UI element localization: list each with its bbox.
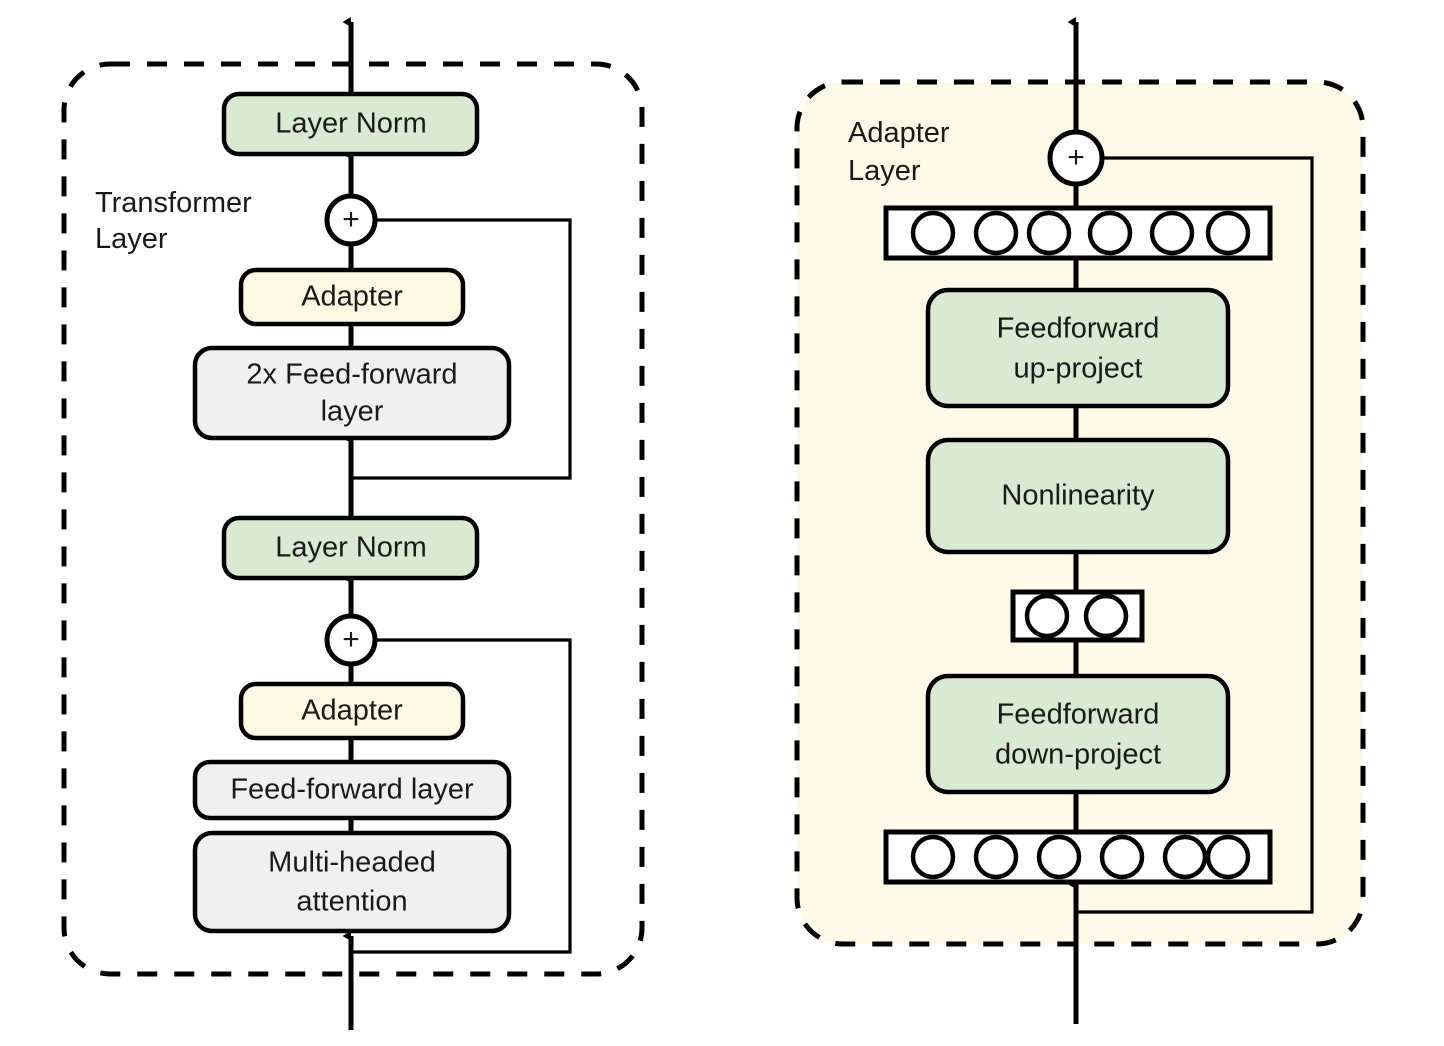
block-feedforward-up-project[interactable]: Feedforward up-project [925,287,1231,409]
vector-unit [1024,593,1070,639]
adder-top: + [324,193,378,247]
block-feed-forward-2x-label-line2: layer [321,396,384,428]
block-feed-forward-layer[interactable]: Feed-forward layer [192,759,512,821]
block-nonlinearity-label: Nonlinearity [1001,480,1155,512]
transformer-layer-label-line2: Layer [95,223,168,255]
adapter-layer-panel: Adapter Layer [794,17,1366,1024]
adapter-adder: + [1047,129,1105,187]
adapter-skip-connection [1076,156,1314,914]
skip-connection-top [351,218,572,480]
vector-unit [1026,210,1072,256]
block-feedforward-down-project-label-line2: down-project [995,739,1161,771]
adder-top-symbol: + [342,203,360,236]
adder-bottom-symbol: + [342,623,360,656]
block-adapter-bottom-label: Adapter [301,695,403,727]
block-feedforward-down-project-label-line1: Feedforward [997,699,1160,731]
vector-unit [1036,834,1082,880]
transformer-layer-label-line1: Transformer [95,187,252,219]
vector-unit [1149,210,1195,256]
bottleneck-vector-row [1010,589,1145,643]
block-feedforward-up-project-label-line1: Feedforward [997,313,1160,345]
block-multi-headed-attention[interactable]: Multi-headed attention [192,830,512,934]
adapter-layer-label-line2: Layer [848,155,921,187]
block-layer-norm-mid-label: Layer Norm [275,532,427,564]
vector-unit [973,210,1019,256]
block-feedforward-down-project[interactable]: Feedforward down-project [925,673,1231,795]
block-feed-forward-layer-label: Feed-forward layer [230,774,474,806]
block-multi-headed-attention-label-line1: Multi-headed [268,847,436,879]
transformer-layer-panel: Transformer Layer [61,17,645,1030]
vector-unit [973,834,1019,880]
block-layer-norm-top-label: Layer Norm [275,108,427,140]
vector-unit [1205,210,1251,256]
adapter-layer-dashed-border [794,79,1366,947]
vector-unit [1083,593,1129,639]
vector-unit [910,834,956,880]
block-feed-forward-2x[interactable]: 2x Feed-forward layer [192,345,512,441]
adapter-adder-symbol: + [1067,141,1085,174]
block-feedforward-up-project-label-line2: up-project [1014,353,1143,385]
vector-unit [1162,834,1208,880]
vector-unit [1099,834,1145,880]
block-adapter-bottom[interactable]: Adapter [238,681,466,741]
vector-unit [1087,210,1133,256]
adapter-layer-label-line1: Adapter [848,117,950,149]
adder-bottom: + [324,613,378,667]
block-multi-headed-attention-label-line2: attention [296,886,407,918]
block-feed-forward-2x-label-line1: 2x Feed-forward [246,359,457,391]
transformer-layer-dashed-border [61,61,645,977]
input-vector-row [883,829,1273,885]
block-nonlinearity[interactable]: Nonlinearity [925,437,1231,555]
output-vector-row [883,205,1273,261]
block-layer-norm-mid[interactable]: Layer Norm [221,515,480,581]
block-layer-norm-top[interactable]: Layer Norm [221,91,480,157]
vector-unit [1205,834,1251,880]
skip-connection-bottom [351,638,572,954]
vector-unit [910,210,956,256]
block-adapter-top-label: Adapter [301,281,403,313]
block-adapter-top[interactable]: Adapter [238,267,466,327]
